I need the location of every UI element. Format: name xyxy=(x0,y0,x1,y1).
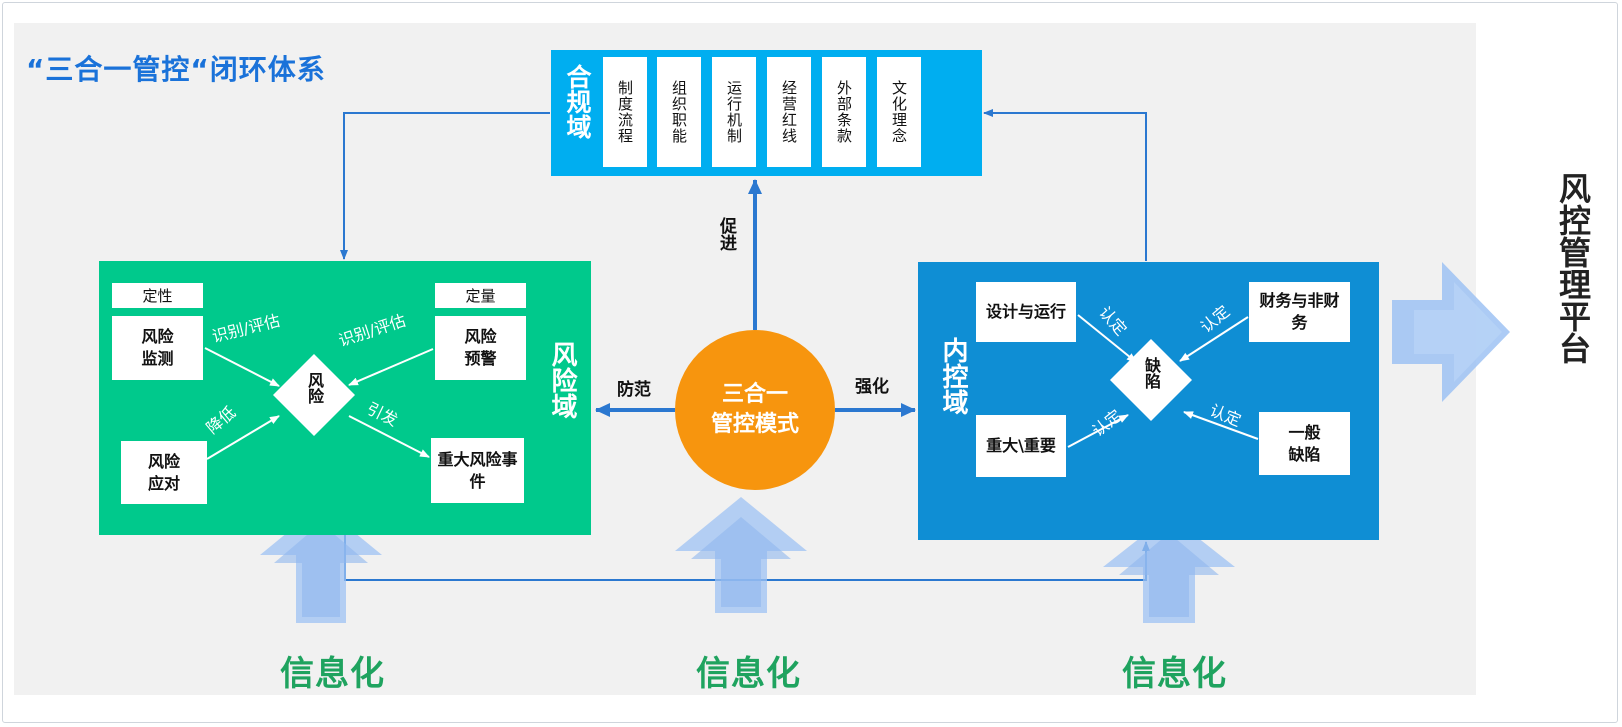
compliance-item: 经营红线 xyxy=(767,57,811,167)
compliance-item: 外部条款 xyxy=(822,57,866,167)
loop-connector xyxy=(983,109,1147,261)
center-label-line1: 三合一 xyxy=(721,382,788,407)
design-operation-box: 设计与运行 xyxy=(976,282,1076,342)
informatization-label: 信息化 xyxy=(696,654,801,694)
compliance-item: 制度流程 xyxy=(603,57,647,167)
risk-domain-panel: 定性 风险监测 定量 风险预警 风险应对 重大风险事件 风险 识别/评估 识别/… xyxy=(99,261,591,535)
risk-arrows xyxy=(204,347,434,460)
three-in-one-control-circle: 三合一 管控模式 xyxy=(675,330,835,490)
risk-warning-box: 风险预警 xyxy=(435,316,526,380)
prevent-label: 防范 xyxy=(617,380,651,400)
financial-nonfinancial-box: 财务与非财务 xyxy=(1249,282,1350,342)
strengthen-label: 强化 xyxy=(855,377,889,397)
promote-label: 促进 xyxy=(716,217,736,251)
defect-center-label: 缺陷 xyxy=(1142,357,1161,389)
hollow-arrow-right xyxy=(1103,515,1235,623)
general-defect-box: 一般缺陷 xyxy=(1259,412,1350,475)
compliance-item: 运行机制 xyxy=(712,57,756,167)
risk-control-platform-label: 风控管理平台 xyxy=(1554,172,1592,364)
quantitative-tag: 定量 xyxy=(435,283,526,308)
risk-response-box: 风险应对 xyxy=(121,441,207,504)
risk-domain-label: 风险域 xyxy=(547,341,577,419)
major-important-box: 重大\重要 xyxy=(976,415,1066,477)
risk-monitor-box: 风险监测 xyxy=(112,316,203,380)
compliance-domain-label: 合规域 xyxy=(563,64,592,139)
informatization-label: 信息化 xyxy=(1122,654,1227,694)
diagram-title: “三合一管控“闭环体系 xyxy=(26,53,326,86)
risk-center-label: 风险 xyxy=(305,372,324,404)
qualitative-tag: 定性 xyxy=(112,283,203,308)
hollow-arrow-middle xyxy=(675,497,807,613)
internal-control-panel: 内控域 设计与运行 财务与非财务 重大\重要 一般缺陷 缺陷 认定 认定 认定 … xyxy=(918,262,1379,540)
major-risk-event-box: 重大风险事件 xyxy=(431,438,524,503)
loop-connector xyxy=(340,112,550,260)
compliance-item: 组织职能 xyxy=(657,57,701,167)
internal-control-label: 内控域 xyxy=(938,337,968,415)
compliance-domain-panel: 合规域 制度流程 组织职能 运行机制 经营红线 外部条款 文化理念 xyxy=(551,50,982,176)
informatization-label: 信息化 xyxy=(280,654,385,694)
center-label-line2: 管控模式 xyxy=(710,412,799,437)
compliance-item: 文化理念 xyxy=(877,57,921,167)
platform-arrow xyxy=(1392,262,1510,402)
control-arrows xyxy=(1067,314,1259,448)
